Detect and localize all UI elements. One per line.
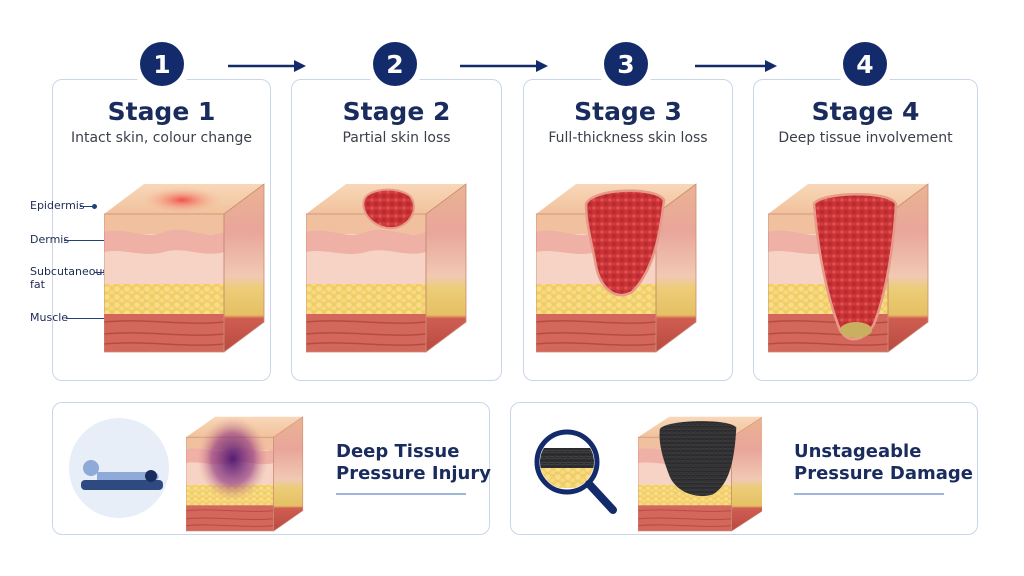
- leader-line: [64, 240, 108, 241]
- stage-subtitle: Deep tissue involvement: [778, 130, 953, 146]
- dti-line2: Pressure Injury: [336, 463, 491, 484]
- skin-block-unstageable: [638, 416, 762, 532]
- stage-number-badge: 3: [604, 42, 648, 86]
- magnifier-icon: [534, 429, 617, 514]
- stage-title: Stage 2: [342, 97, 451, 126]
- stage-subtitle: Partial skin loss: [342, 130, 451, 146]
- label-fat-line1: Subcutaneous: [30, 265, 109, 278]
- label-fat-line2: fat: [30, 278, 45, 291]
- skin-block-stage-2: [306, 183, 467, 353]
- eschar-area: [659, 421, 737, 496]
- arrow-right-icon: [228, 60, 306, 72]
- stage-title: Stage 4: [811, 97, 920, 126]
- uns-line1: Unstageable: [794, 441, 922, 462]
- label-epidermis: Epidermis: [30, 199, 85, 212]
- exposed-tissue: [840, 322, 872, 338]
- uns-line2: Pressure Damage: [794, 463, 973, 484]
- unstageable-title: Unstageable Pressure Damage: [794, 441, 973, 485]
- leader-line: [66, 318, 106, 319]
- stage-number-badge: 1: [140, 42, 184, 86]
- stage-subtitle: Full-thickness skin loss: [548, 130, 708, 146]
- label-muscle: Muscle: [30, 311, 69, 324]
- stage-subtitle: Intact skin, colour change: [70, 130, 253, 146]
- skin-block-stage-1: [104, 183, 265, 353]
- stage-title: Stage 1: [107, 97, 216, 126]
- leader-dot: [92, 204, 97, 209]
- label-dermis: Dermis: [30, 233, 70, 246]
- wound-deep: [812, 193, 898, 341]
- wound-shallow: [362, 188, 415, 230]
- skin-block-stage-3: [536, 183, 697, 353]
- wound-full-thickness: [584, 189, 666, 297]
- dti-line1: Deep Tissue: [336, 441, 460, 462]
- skin-block-stage-4: [768, 183, 929, 353]
- stage-number-badge: 2: [373, 42, 417, 86]
- lying-patient-icon: [69, 418, 169, 518]
- arrow-right-icon: [460, 60, 548, 72]
- stage-title: Stage 3: [574, 97, 682, 126]
- redness-area: [140, 186, 224, 214]
- arrow-right-icon: [695, 60, 777, 72]
- leader-line: [94, 272, 108, 273]
- leader-line: [80, 206, 94, 207]
- divider-line: [794, 493, 944, 495]
- skin-block-deep-tissue: [186, 416, 304, 532]
- label-subcutaneous-fat: Subcutaneous fat: [30, 265, 108, 291]
- divider-line: [336, 493, 466, 495]
- deep-tissue-title: Deep Tissue Pressure Injury: [336, 441, 491, 485]
- stage-number-badge: 4: [843, 42, 887, 86]
